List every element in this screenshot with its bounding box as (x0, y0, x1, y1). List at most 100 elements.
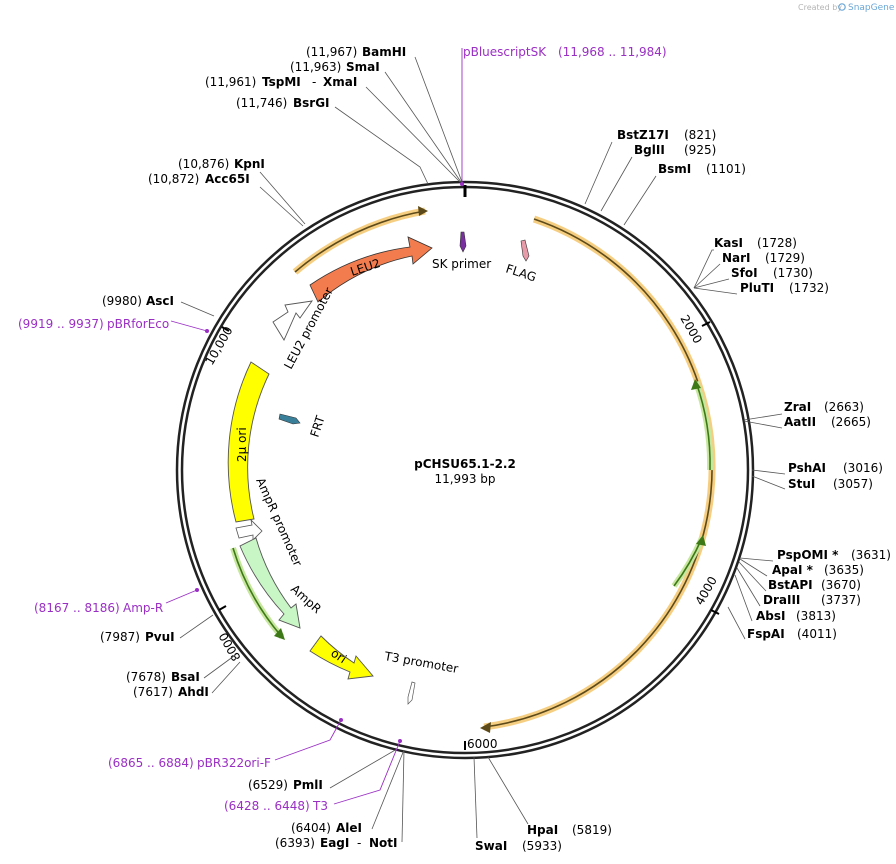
svg-text:(2665): (2665) (831, 415, 871, 429)
svg-text:KasI: KasI (714, 236, 743, 250)
svg-text:SfoI: SfoI (731, 266, 758, 280)
svg-text:AatII: AatII (784, 415, 816, 429)
svg-text:BsaI: BsaI (171, 670, 200, 684)
feature-leu2-promoter[interactable] (272, 300, 313, 341)
feature-2micron-ori[interactable] (227, 361, 270, 523)
svg-text:PspOMI *: PspOMI * (777, 548, 839, 562)
site-label-ahdi: (7617) AhdI (133, 685, 209, 699)
feature-2micron-ori-label: 2µ ori (235, 427, 249, 462)
orf-arc-top (292, 206, 428, 275)
svg-text:PmlI: PmlI (293, 778, 323, 792)
tick-marks (218, 321, 720, 750)
svg-text:AleI: AleI (336, 821, 362, 835)
svg-text:NarI: NarI (722, 251, 751, 265)
site-label-aatii: AatII (2665) (784, 415, 871, 429)
svg-text:(6865 .. 6884): (6865 .. 6884) (108, 756, 194, 770)
svg-text:(11,967): (11,967) (306, 45, 357, 59)
site-label-bsai: (7678) BsaI (126, 670, 200, 684)
svg-text:(11,968 .. 11,984): (11,968 .. 11,984) (558, 45, 667, 59)
feature-t3-promoter[interactable] (407, 681, 416, 705)
feature-ampr-promoter-arrow[interactable] (235, 518, 263, 541)
feature-flag[interactable] (520, 239, 530, 262)
site-label-bamhi: (11,967)BamHI (306, 45, 406, 59)
svg-text:BsrGI: BsrGI (293, 96, 330, 110)
feature-leu2-label: LEU2 (349, 256, 383, 279)
site-label-tspmi-xmai: (11,961)TspMI-XmaI (205, 75, 357, 89)
svg-text:(10,872): (10,872) (148, 172, 199, 186)
svg-text:ZraI: ZraI (784, 400, 811, 414)
feature-leu2[interactable] (309, 236, 433, 303)
feature-sk-primer-label: SK primer (432, 257, 491, 271)
svg-text:-: - (357, 836, 361, 850)
feature-ori[interactable] (309, 635, 374, 680)
primer-label-pbluescriptsk: pBluescriptSK(11,968 .. 11,984) (463, 45, 667, 59)
svg-text:(5933): (5933) (522, 839, 562, 853)
site-label-bglii: BglII(925) (634, 143, 716, 157)
feature-frt[interactable] (278, 413, 301, 425)
svg-text:(11,961): (11,961) (205, 75, 256, 89)
site-label-pshai: PshAI (3016) (788, 461, 883, 475)
site-label-swai: SwaI(5933) (475, 839, 562, 853)
site-label-smai: (11,963) SmaI (290, 60, 380, 74)
svg-text:BstAPI: BstAPI (768, 578, 813, 592)
svg-text:BsmI: BsmI (658, 162, 691, 176)
site-label-bstapi: BstAPI (3670) (768, 578, 861, 592)
svg-text:(6428 .. 6448): (6428 .. 6448) (224, 799, 310, 813)
svg-text:AscI: AscI (146, 294, 174, 308)
plasmid-name: pCHSU65.1-2.2 (414, 457, 516, 471)
credit-prefix: Created by (798, 3, 842, 12)
orf-arc-green-1 (691, 379, 714, 471)
svg-text:(8167 .. 8186): (8167 .. 8186) (34, 601, 120, 615)
svg-text:BglII: BglII (634, 143, 665, 157)
svg-text:BstZ17I: BstZ17I (617, 128, 669, 142)
svg-text:(7678): (7678) (126, 670, 166, 684)
feature-frt-label: FRT (308, 413, 328, 439)
svg-text:(7617): (7617) (133, 685, 173, 699)
svg-text:PshAI: PshAI (788, 461, 826, 475)
site-label-bsmi: BsmI (1101) (658, 162, 746, 176)
svg-text:Acc65I: Acc65I (205, 172, 250, 186)
svg-text:(9980): (9980) (102, 294, 142, 308)
svg-text:(5819): (5819) (572, 823, 612, 837)
svg-text:(1101): (1101) (706, 162, 746, 176)
feature-sk-primer[interactable] (459, 231, 467, 253)
svg-text:KpnI: KpnI (234, 157, 265, 171)
svg-text:EagI: EagI (320, 836, 349, 850)
primer-label-pbr322ori-f: (6865 .. 6884)pBR322ori-F (108, 756, 271, 770)
site-label-alei: (6404) AleI (291, 821, 362, 835)
svg-text:PluTI: PluTI (740, 281, 774, 295)
svg-text:(3670): (3670) (821, 578, 861, 592)
svg-text:(11,963): (11,963) (290, 60, 341, 74)
svg-text:(11,746): (11,746) (236, 96, 287, 110)
site-label-kasi: KasI(1728) (714, 236, 797, 250)
svg-text:(1732): (1732) (789, 281, 829, 295)
site-label-sfoi: SfoI(1730) (731, 266, 813, 280)
svg-text:NotI: NotI (369, 836, 398, 850)
site-label-stui: StuI(3057) (788, 477, 873, 491)
svg-text:-: - (312, 75, 316, 89)
svg-text:(2663): (2663) (824, 400, 864, 414)
svg-text:(7987): (7987) (100, 630, 140, 644)
svg-text:(9919 .. 9937): (9919 .. 9937) (18, 317, 104, 331)
orf-arc-right (480, 215, 716, 733)
svg-text:T3: T3 (312, 799, 328, 813)
site-label-absi: AbsI(3813) (756, 609, 836, 623)
primer-label-amp-r: (8167 .. 8186)Amp-R (34, 601, 163, 615)
svg-text:TspMI: TspMI (262, 75, 301, 89)
site-label-bsrgi: (11,746) BsrGI (236, 96, 330, 110)
site-label-eagi-noti: (6393)EagI-NotI (275, 836, 398, 850)
svg-text:AhdI: AhdI (178, 685, 209, 699)
svg-text:(1729): (1729) (765, 251, 805, 265)
svg-text:(3635): (3635) (824, 563, 864, 577)
feature-ampr[interactable] (239, 537, 301, 629)
svg-text:(6404): (6404) (291, 821, 331, 835)
svg-text:(3631): (3631) (851, 548, 891, 562)
svg-text:(3016): (3016) (843, 461, 883, 475)
site-label-pvui: (7987)PvuI (100, 630, 175, 644)
plasmid-size: 11,993 bp (434, 472, 495, 486)
tick-label-6000: 6000 (467, 737, 498, 751)
site-leaders-left (179, 56, 463, 843)
site-label-pspomi: PspOMI * (3631) (777, 548, 891, 562)
svg-text:SmaI: SmaI (346, 60, 380, 74)
svg-text:pBR322ori-F: pBR322ori-F (197, 756, 271, 770)
